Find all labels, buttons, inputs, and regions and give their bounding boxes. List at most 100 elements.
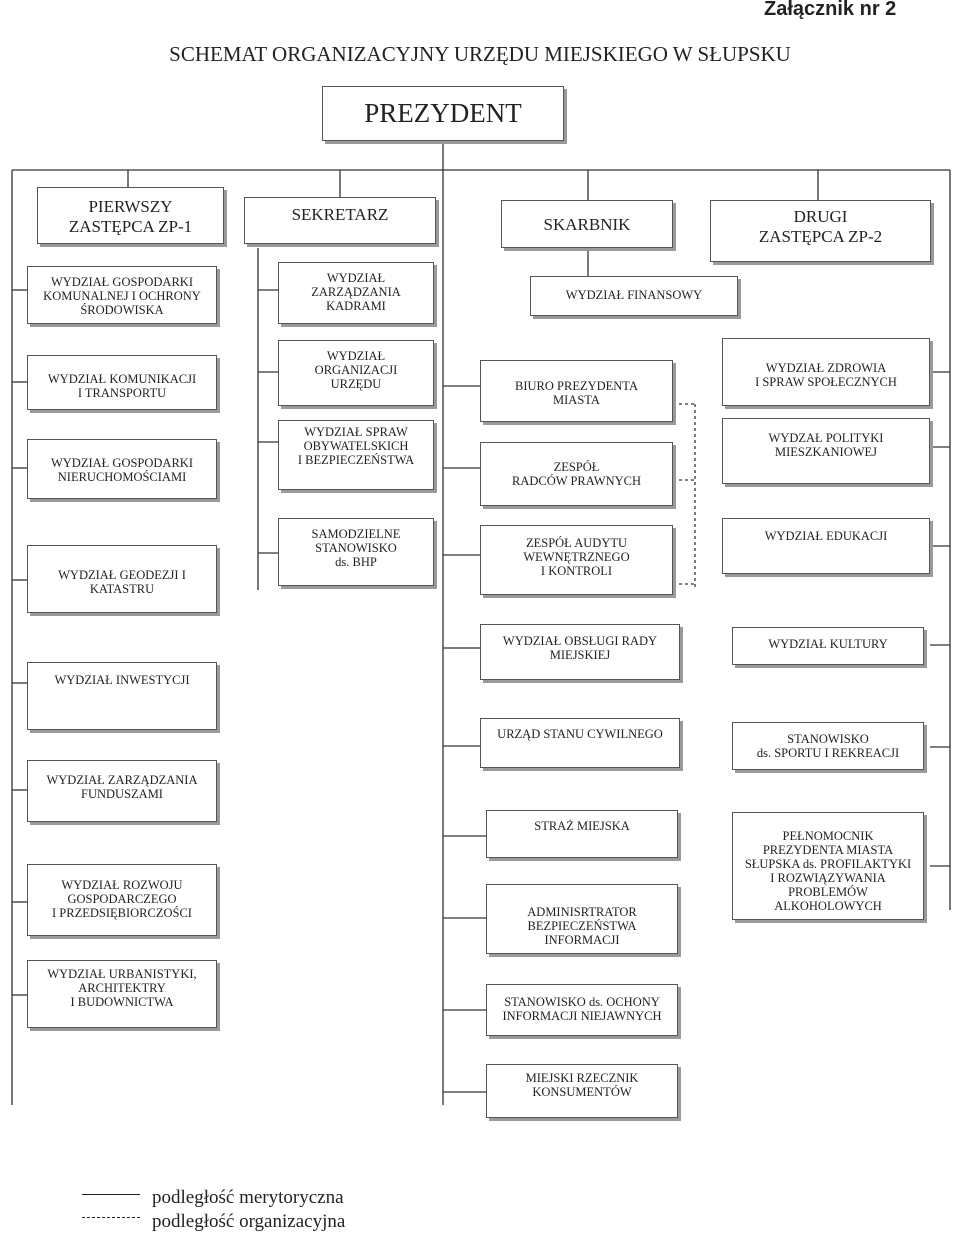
box-line: ŚRODOWISKA: [80, 303, 164, 317]
box-line: SAMODZIELNE: [311, 527, 401, 541]
box-line: WYDZIAŁ KULTURY: [768, 637, 888, 651]
box-line: PEŁNOMOCNIK: [782, 829, 874, 843]
box-line: I KONTROLI: [540, 564, 613, 578]
box-line: WYDZIAŁ ZARZĄDZANIA: [46, 773, 198, 787]
box-line: WYDZIAŁ KOMUNIKACJI: [47, 372, 197, 386]
box-line: WYDZIAŁ GEODEZJI I: [58, 568, 186, 582]
box-line: WYDZIAŁ GOSPODARKI: [50, 456, 193, 470]
box-line: URZĘDU: [330, 377, 382, 391]
box-line: MIEJSKI RZECZNIK: [525, 1071, 639, 1085]
box-line: I ROZWIĄZYWANIA: [770, 871, 886, 885]
box-line: NIERUCHOMOŚCIAMI: [57, 470, 187, 484]
box-line: MIEJSKIEJ: [549, 648, 611, 662]
box-line: I BUDOWNICTWA: [70, 995, 174, 1009]
box-line: WYDZIAŁ: [326, 271, 386, 285]
box-line: WYDZIAŁ INWESTYCJI: [54, 673, 190, 687]
box-wou: WYDZIAŁ ORGANIZACJI URZĘDU: [278, 340, 434, 406]
box-wkt: WYDZIAŁ KOMUNIKACJI I TRANSPORTU: [27, 355, 217, 410]
box-wso: WYDZIAŁ SPRAW OBYWATELSKICH I BEZPIECZEŃ…: [278, 420, 434, 490]
box-line: URZĄD STANU CYWILNEGO: [497, 727, 663, 741]
box-ssr: STANOWISKO ds. SPORTU I REKREACJI: [732, 722, 924, 770]
box-line: FUNDUSZAMI: [81, 787, 163, 801]
box-line: I TRANSPORTU: [77, 386, 167, 400]
box-line: RADCÓW PRAWNYCH: [512, 474, 641, 488]
box-line: ds. BHP: [335, 555, 377, 569]
box-wrg: WYDZIAŁ ROZWOJU GOSPODARCZEGO I PRZEDSIĘ…: [27, 864, 217, 936]
legend-dashed-line: [82, 1217, 140, 1218]
legend-dashed-label: podległość organizacyjna: [152, 1211, 346, 1232]
box-wzk: WYDZIAŁ ZARZĄDZANIA KADRAMI: [278, 262, 434, 324]
box-line: WYDZIAŁ ZDROWIA: [765, 361, 887, 375]
box-line: STANOWISKO: [787, 732, 869, 746]
legend-solid-line: [82, 1194, 140, 1195]
box-line: MIESZKANIOWEJ: [774, 445, 878, 459]
box-wgk: WYDZIAŁ GOSPODARKI KOMUNALNEJ I OCHRONY …: [27, 266, 217, 324]
box-line: STANOWISKO: [315, 541, 397, 555]
box-second-deputy: DRUGI ZASTĘPCA ZP-2: [710, 200, 931, 262]
annex-label: Załącznik nr 2: [764, 0, 897, 20]
box-sm: STRAŻ MIEJSKA: [486, 810, 678, 858]
box-line: ZASTĘPCA ZP-1: [68, 217, 193, 236]
box-zak: ZESPÓŁ AUDYTU WEWNĘTRZNEGO I KONTROLI: [480, 525, 673, 595]
box-line: KADRAMI: [326, 299, 386, 313]
box-line: I PRZEDSIĘBIORCZOŚCI: [52, 906, 192, 920]
box-secretary: SEKRETARZ: [244, 197, 436, 244]
box-line: KATASTRU: [89, 582, 155, 596]
box-line: WYDZIAŁ GOSPODARKI: [50, 275, 193, 289]
box-line: ALKOHOLOWYCH: [774, 899, 882, 913]
box-line: WYDZIAŁ FINANSOWY: [565, 288, 703, 302]
box-line: SKARBNIK: [543, 215, 631, 234]
box-line: STRAŻ MIEJSKA: [534, 819, 630, 833]
box-wub: WYDZIAŁ URBANISTYKI, ARCHITEKTRY I BUDOW…: [27, 960, 217, 1028]
box-treasurer: SKARBNIK: [501, 200, 673, 248]
box-line: MIASTA: [553, 393, 600, 407]
box-line: ARCHITEKTRY: [78, 981, 166, 995]
box-line: WYDZAŁ POLITYKI: [768, 431, 884, 445]
box-line: SEKRETARZ: [291, 205, 389, 224]
box-line: PIERWSZY: [88, 197, 173, 216]
box-line: ZESPÓŁ AUDYTU: [525, 536, 628, 550]
page-title: SCHEMAT ORGANIZACYJNY URZĘDU MIEJSKIEGO …: [169, 42, 791, 66]
box-line: PREZYDENTA MIASTA: [762, 843, 894, 857]
box-line: INFORMACJI: [544, 933, 620, 947]
box-wgn: WYDZIAŁ GOSPODARKI NIERUCHOMOŚCIAMI: [27, 439, 217, 499]
box-wzf: WYDZIAŁ ZARZĄDZANIA FUNDUSZAMI: [27, 760, 217, 822]
box-president: PREZYDENT: [322, 86, 564, 141]
box-line: WYDZIAŁ OBSŁUGI RADY: [502, 634, 658, 648]
box-bpm: BIURO PREZYDENTA MIASTA: [480, 360, 673, 422]
box-line: WYDZIAŁ ROZWOJU: [61, 878, 183, 892]
box-line: ZASTĘPCA ZP-2: [758, 227, 883, 246]
box-line: BEZPIECZEŃSTWA: [527, 919, 637, 933]
box-line: PROBLEMÓW: [788, 885, 868, 899]
box-usc: URZĄD STANU CYWILNEGO: [480, 718, 680, 768]
box-line: ADMINISRTRATOR: [527, 905, 637, 919]
box-abi: ADMINISRTRATOR BEZPIECZEŃSTWA INFORMACJI: [486, 884, 678, 954]
box-wzs: WYDZIAŁ ZDROWIA I SPRAW SPOŁECZNYCH: [722, 338, 930, 406]
legend-solid-label: podległość merytoryczna: [152, 1187, 344, 1208]
box-line: BIURO PREZYDENTA: [515, 379, 638, 393]
box-wor: WYDZIAŁ OBSŁUGI RADY MIEJSKIEJ: [480, 624, 680, 680]
box-line: I SPRAW SPOŁECZNYCH: [755, 375, 897, 389]
box-line: OBYWATELSKICH: [303, 439, 409, 453]
box-wpm: WYDZAŁ POLITYKI MIESZKANIOWEJ: [722, 418, 930, 484]
box-line: WYDZIAŁ URBANISTYKI,: [47, 967, 197, 981]
box-line: ZARZĄDZANIA: [311, 285, 401, 299]
box-line: INFORMACJI NIEJAWNYCH: [502, 1009, 662, 1023]
box-ppa: PEŁNOMOCNIK PREZYDENTA MIASTA SŁUPSKA ds…: [732, 812, 924, 920]
box-zrp: ZESPÓŁ RADCÓW PRAWNYCH: [480, 442, 673, 506]
box-line: GOSPODARCZEGO: [67, 892, 177, 906]
box-line: ORGANIZACJI: [314, 363, 398, 377]
box-wf: WYDZIAŁ FINANSOWY: [530, 276, 738, 316]
box-line: ds. SPORTU I REKREACJI: [756, 746, 900, 760]
box-line: WYDZIAŁ SPRAW: [304, 425, 408, 439]
president-label: PREZYDENT: [364, 98, 522, 128]
box-soin: STANOWISKO ds. OCHONY INFORMACJI NIEJAWN…: [486, 984, 678, 1036]
box-line: WYDZIAŁ: [326, 349, 386, 363]
box-mrk: MIEJSKI RZECZNIK KONSUMENTÓW: [486, 1064, 678, 1118]
box-first-deputy: PIERWSZY ZASTĘPCA ZP-1: [37, 187, 224, 244]
box-line: I BEZPIECZEŃSTWA: [297, 453, 415, 467]
box-line: ZESPÓŁ: [553, 460, 600, 474]
box-wed: WYDZIAŁ EDUKACJI: [722, 518, 930, 574]
box-line: STANOWISKO ds. OCHONY: [504, 995, 660, 1009]
